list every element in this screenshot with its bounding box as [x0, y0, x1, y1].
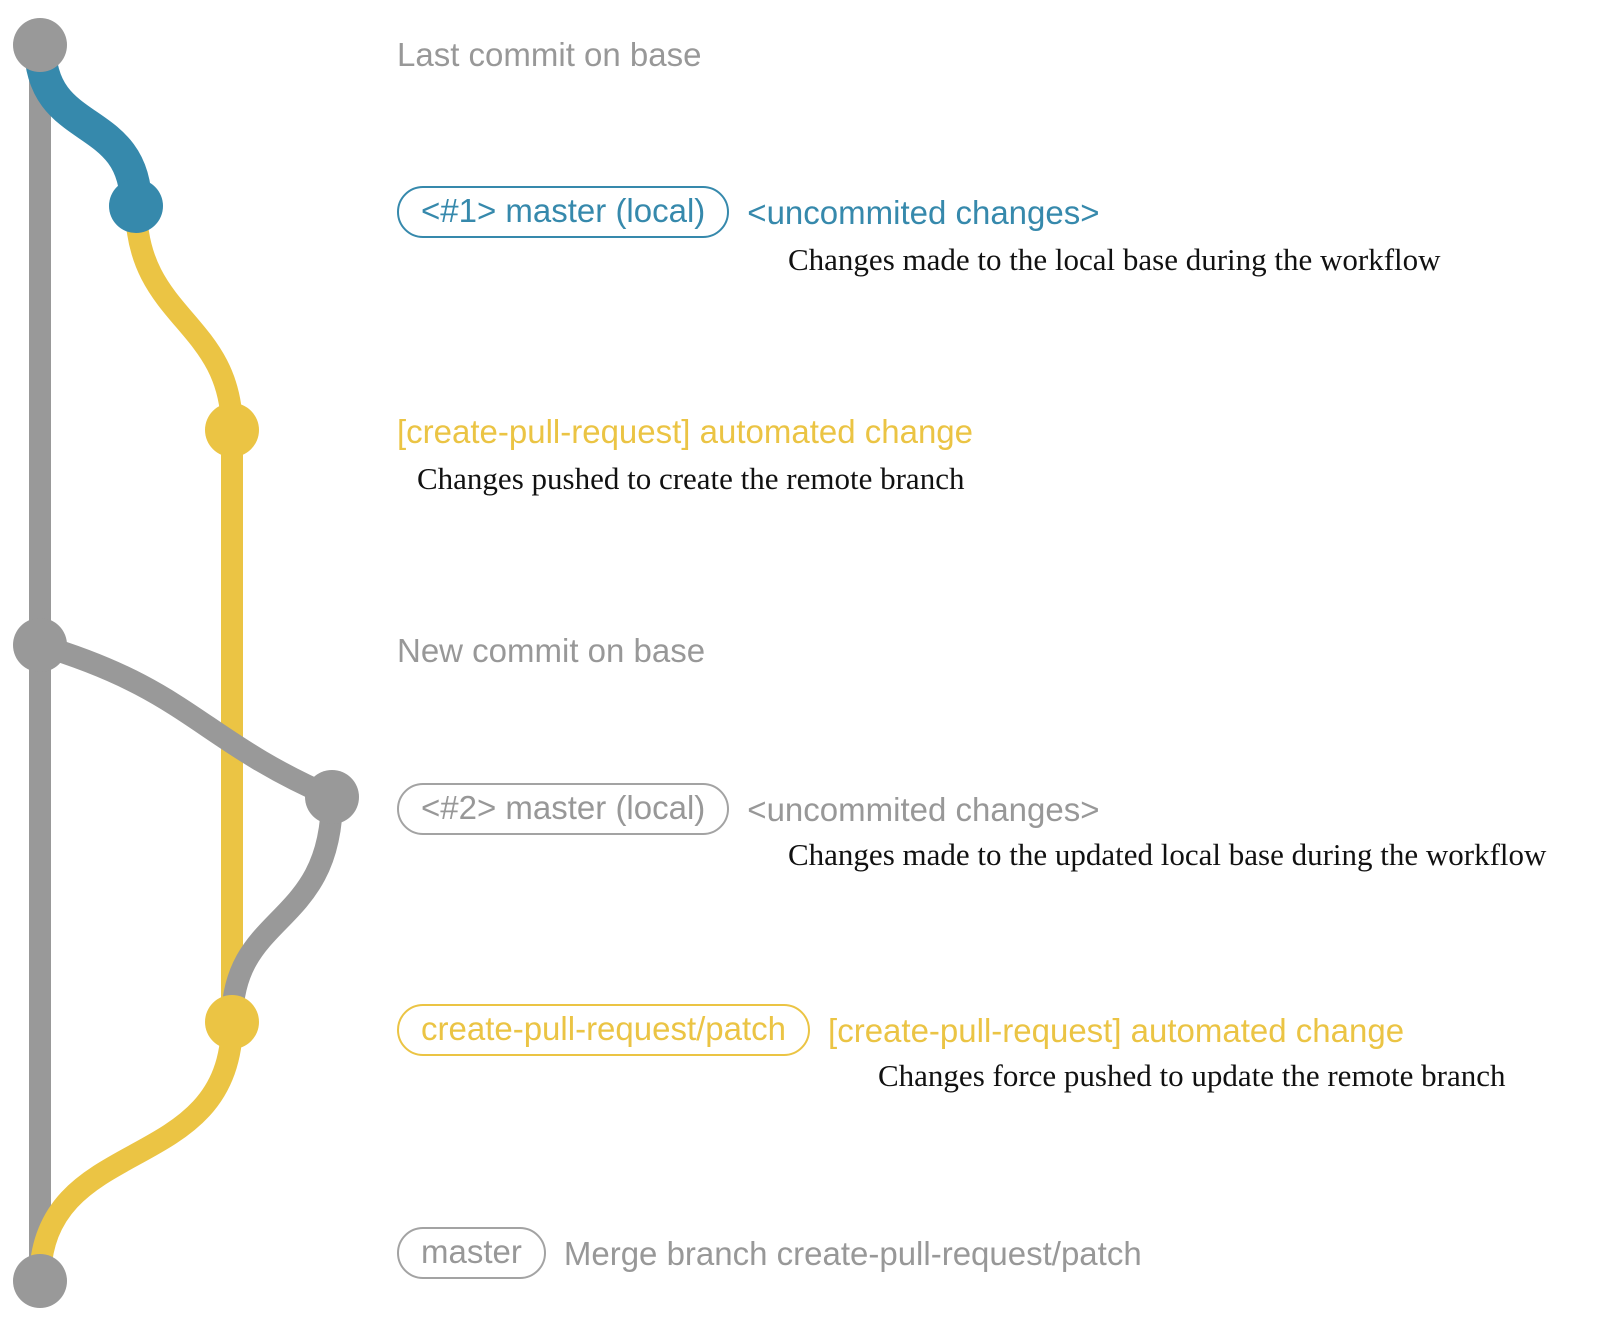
commit-message-merge: Merge branch create-pull-request/patch	[563, 1234, 1142, 1272]
commit-message-automated-change-2: [create-pull-request] automated change	[828, 1011, 1405, 1049]
edge-local-2-to-patch-2	[221, 786, 343, 1033]
description-automated-change-1: Changes pushed to create the remote bran…	[417, 461, 965, 496]
branch-pill-master-local-2[interactable]: <#2> master (local)	[397, 783, 730, 835]
branch-pill-master-local-1[interactable]: <#1> master (local)	[397, 186, 730, 238]
node-master-local-2[interactable]	[305, 770, 359, 824]
label-last-commit-on-base: Last commit on base	[397, 36, 702, 73]
row-automated-change-2: create-pull-request/patch [create-pull-r…	[397, 1004, 1404, 1056]
description-master-local-2: Changes made to the updated local base d…	[788, 837, 1547, 872]
branch-pill-master[interactable]: master	[397, 1227, 546, 1279]
row-master-local-2: <#2> master (local) <uncommited changes>	[397, 783, 1100, 835]
row-merge-commit: master Merge branch create-pull-request/…	[397, 1227, 1142, 1279]
branch-pill-create-pull-request-patch[interactable]: create-pull-request/patch	[397, 1004, 811, 1056]
node-merge-commit[interactable]	[13, 1254, 67, 1308]
node-last-commit-on-base[interactable]	[13, 18, 67, 72]
row-master-local-1: <#1> master (local) <uncommited changes>	[397, 186, 1100, 238]
node-automated-change-2[interactable]	[205, 995, 259, 1049]
edge-base-to-local-1	[24, 29, 152, 222]
description-automated-change-2: Changes force pushed to update the remot…	[878, 1058, 1506, 1093]
node-master-local-1[interactable]	[109, 179, 163, 233]
node-automated-change-1[interactable]	[205, 403, 259, 457]
edge-base-to-local-2	[29, 634, 343, 808]
commit-message-master-local-1: <uncommited changes>	[747, 193, 1100, 231]
commit-message-master-local-2: <uncommited changes>	[747, 790, 1100, 828]
description-master-local-1: Changes made to the local base during th…	[788, 242, 1441, 277]
edge-local-1-to-patch-1	[125, 195, 243, 441]
label-automated-change-1: [create-pull-request] automated change	[397, 413, 974, 450]
label-new-commit-on-base: New commit on base	[397, 632, 706, 669]
node-new-commit-on-base[interactable]	[13, 618, 67, 672]
edge-patch-2-to-merge	[29, 1011, 243, 1292]
